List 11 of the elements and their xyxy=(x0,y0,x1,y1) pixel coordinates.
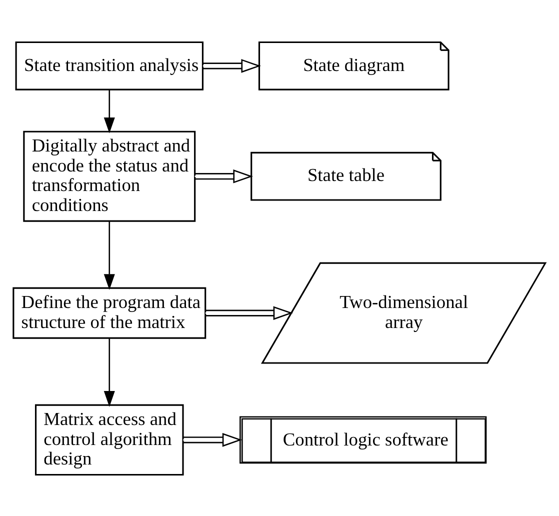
arrow xyxy=(205,306,294,320)
arrow xyxy=(194,168,253,183)
node-box: State transition analysis xyxy=(15,40,204,90)
arrow xyxy=(104,90,115,133)
node-box: Matrix access and control algorithm design xyxy=(34,404,184,476)
arrow xyxy=(104,338,115,406)
node-box: Define the program data structure of the matrix xyxy=(12,286,206,338)
arrow xyxy=(183,432,242,446)
node-box: Digitally abstract and encode the status and transformation conditions xyxy=(23,130,196,222)
arrow xyxy=(104,220,115,290)
arrow xyxy=(202,58,261,72)
